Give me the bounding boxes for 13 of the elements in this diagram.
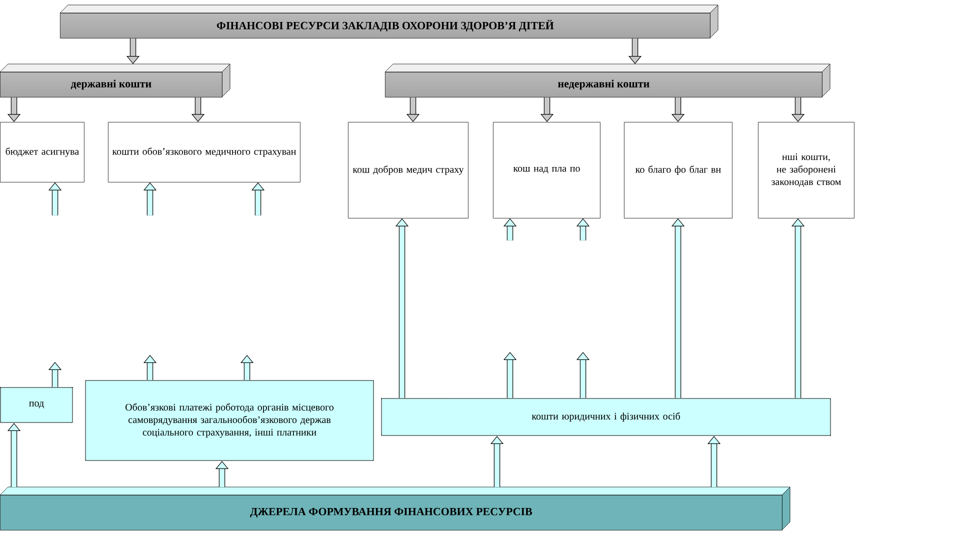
source-box: под: [0, 387, 73, 423]
banner-bar: ДЖЕРЕЛА ФОРМУВАННЯ ФІНАНСОВИХ РЕСУРСІВ: [0, 486, 790, 530]
text-box: ко благо фо благ вн: [624, 122, 732, 218]
banner-bar: недержавні кошти: [384, 64, 830, 98]
source-box: Обов’язкові платежі роботода органів місцевого самоврядування загальнообов’язкового держав соціального страхування, інші платники: [85, 380, 374, 461]
text-box: бюджет асигнува: [0, 122, 84, 182]
banner-bar: ФІНАНСОВІ РЕСУРСИ ЗАКЛАДІВ ОХОРОНИ ЗДОРОВ’Я ДІТЕЙ: [60, 4, 718, 38]
text-box: кош добров медич страху: [348, 122, 468, 218]
text-box: кошти обов’язкового медичного страхуван: [108, 122, 300, 182]
text-box: кош над пла по: [493, 122, 600, 218]
banner-bar: державні кошти: [0, 64, 230, 98]
text-box: нші кошти, не заборонені законодав ством: [758, 122, 854, 218]
source-box: кошти юридичних і фізичних осіб: [381, 398, 831, 436]
